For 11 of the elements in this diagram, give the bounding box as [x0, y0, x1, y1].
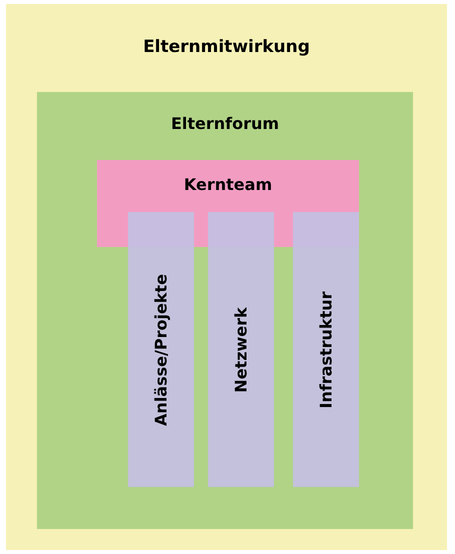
group-box	[37, 92, 413, 529]
column-box	[293, 212, 359, 487]
column-box	[208, 212, 274, 487]
group-title: Elternmitwirkung	[142, 37, 311, 57]
column-box	[128, 212, 194, 487]
group-title: Kernteam	[182, 175, 274, 194]
group-title: Elternforum	[170, 114, 280, 133]
column-label: Infrastruktur	[316, 291, 336, 408]
column-label: Netzwerk	[232, 306, 250, 392]
column-label: Anlässe/Projekte	[152, 274, 170, 426]
group-box	[6, 4, 447, 550]
